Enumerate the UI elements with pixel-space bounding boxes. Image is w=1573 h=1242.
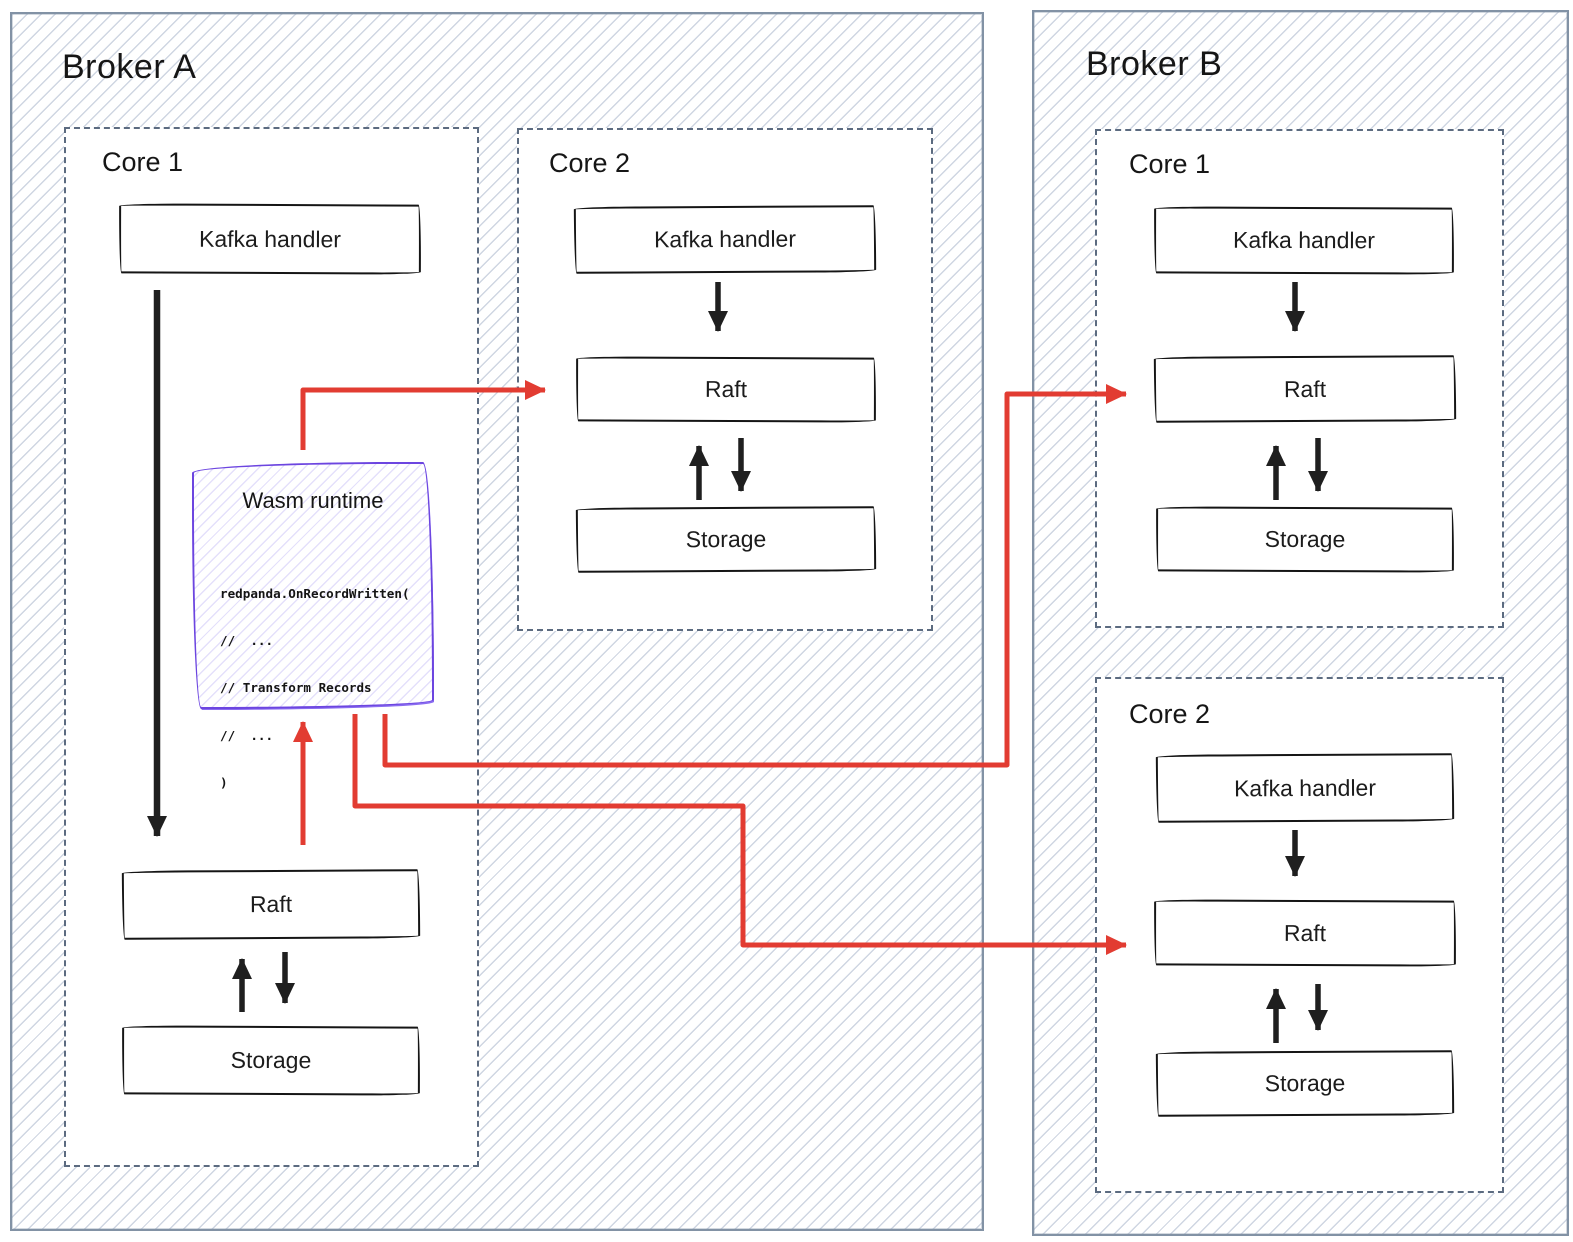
wasm-runtime-title: Wasm runtime [242,488,384,513]
raft-label: Raft [1283,919,1327,946]
code-line: // ... [220,727,274,743]
kafka-handler-label: Kafka handler [1233,774,1377,801]
broker-a-core-1: Core 1 Kafka handler Wasm runtime redpan… [64,127,479,1167]
broker-b-container: Broker B Core 1 Kafka handler Raft Stora… [1032,10,1569,1236]
broker-a-core-2-kafka-handler-box: Kafka handler [573,205,877,274]
broker-a-core-1-raft-box: Raft [121,869,421,940]
wasm-runtime-box: Wasm runtime redpanda.OnRecordWritten( /… [192,462,434,790]
raft-label: Raft [1283,375,1327,402]
broker-b-core-2-raft-box: Raft [1153,899,1457,967]
broker-a-core-1-title: Core 1 [102,147,184,177]
kafka-handler-label: Kafka handler [1232,226,1376,254]
broker-b-core-1: Core 1 Kafka handler Raft Storage [1095,129,1504,628]
code-line: // Transform Records [220,680,372,696]
broker-b-core-2: Core 2 Kafka handler Raft Storage [1095,677,1504,1193]
broker-b-core-2-kafka-handler-box: Kafka handler [1155,753,1455,823]
broker-b-core-1-raft-box: Raft [1153,355,1457,423]
broker-a-container: Broker A Core 1 Kafka handler Wasm runti… [10,12,984,1231]
storage-label: Storage [1264,525,1346,553]
broker-b-core-2-title: Core 2 [1129,699,1211,729]
code-line: redpanda.OnRecordWritten( [220,585,410,601]
broker-a-core-2-raft-box: Raft [575,356,877,423]
broker-b-core-1-kafka-handler-box: Kafka handler [1153,206,1455,275]
broker-a-core-2-storage-box: Storage [575,506,877,573]
storage-label: Storage [1264,1069,1346,1097]
storage-label: Storage [685,525,767,553]
broker-b-core-1-title: Core 1 [1129,149,1211,179]
broker-b-title: Broker B [1086,45,1223,83]
broker-a-core-1-kafka-handler-box: Kafka handler [118,203,422,275]
broker-a-core-2-title: Core 2 [549,148,631,178]
raft-label: Raft [249,890,293,918]
broker-a-core-1-storage-box: Storage [121,1025,421,1096]
broker-a-core-2: Core 2 Kafka handler Raft Storage [517,128,933,631]
broker-a-title: Broker A [62,48,197,86]
kafka-handler-label: Kafka handler [653,225,797,253]
broker-b-core-2-storage-box: Storage [1155,1050,1455,1117]
code-line: ) [220,775,228,791]
code-line: // ... [220,632,274,648]
wasm-code-snippet: redpanda.OnRecordWritten( // ... // Tran… [220,554,410,823]
kafka-handler-label: Kafka handler [198,225,342,252]
storage-label: Storage [230,1046,312,1074]
broker-b-core-1-storage-box: Storage [1155,506,1455,573]
raft-label: Raft [704,375,748,403]
